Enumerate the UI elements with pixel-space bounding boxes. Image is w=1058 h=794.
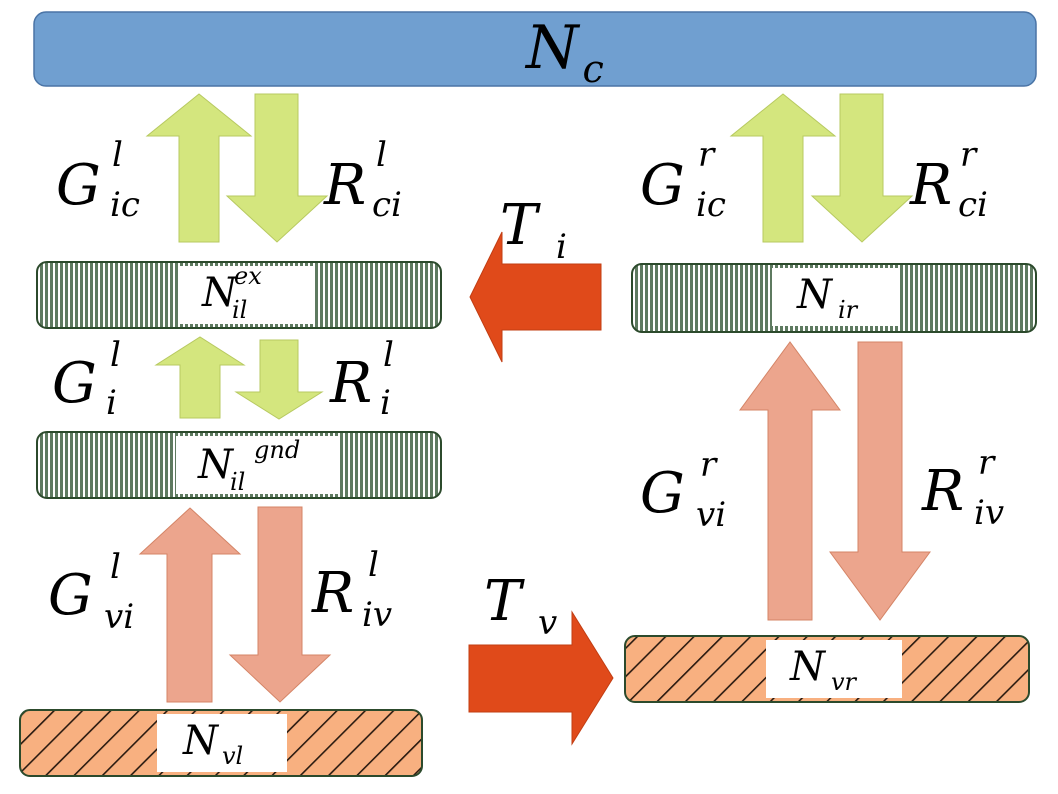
arrow-transfer-T-v — [468, 610, 614, 746]
level-ground-left-labelbox — [176, 436, 340, 494]
level-excited-left-labelbox — [178, 266, 314, 324]
arrow-down-R-iv-right — [829, 341, 931, 621]
level-impurity-right-labelbox — [772, 268, 898, 326]
level-valence-left-labelbox — [157, 714, 287, 772]
conduction-band-bar — [33, 11, 1037, 87]
arrow-down-R-iv-left — [228, 506, 332, 703]
arrow-up-G-i-left — [154, 336, 246, 419]
arrow-up-G-vi-left — [138, 507, 242, 703]
arrow-up-G-vi-right — [739, 341, 841, 621]
arrow-down-R-ci-left — [225, 93, 329, 243]
arrow-up-G-ic-left — [145, 93, 253, 243]
arrow-down-R-ci-right — [810, 93, 914, 243]
level-valence-right-labelbox — [766, 640, 902, 698]
arrow-up-G-ic-right — [729, 93, 837, 243]
arrow-down-R-i-left — [234, 339, 324, 420]
arrow-transfer-T-i — [469, 231, 602, 363]
